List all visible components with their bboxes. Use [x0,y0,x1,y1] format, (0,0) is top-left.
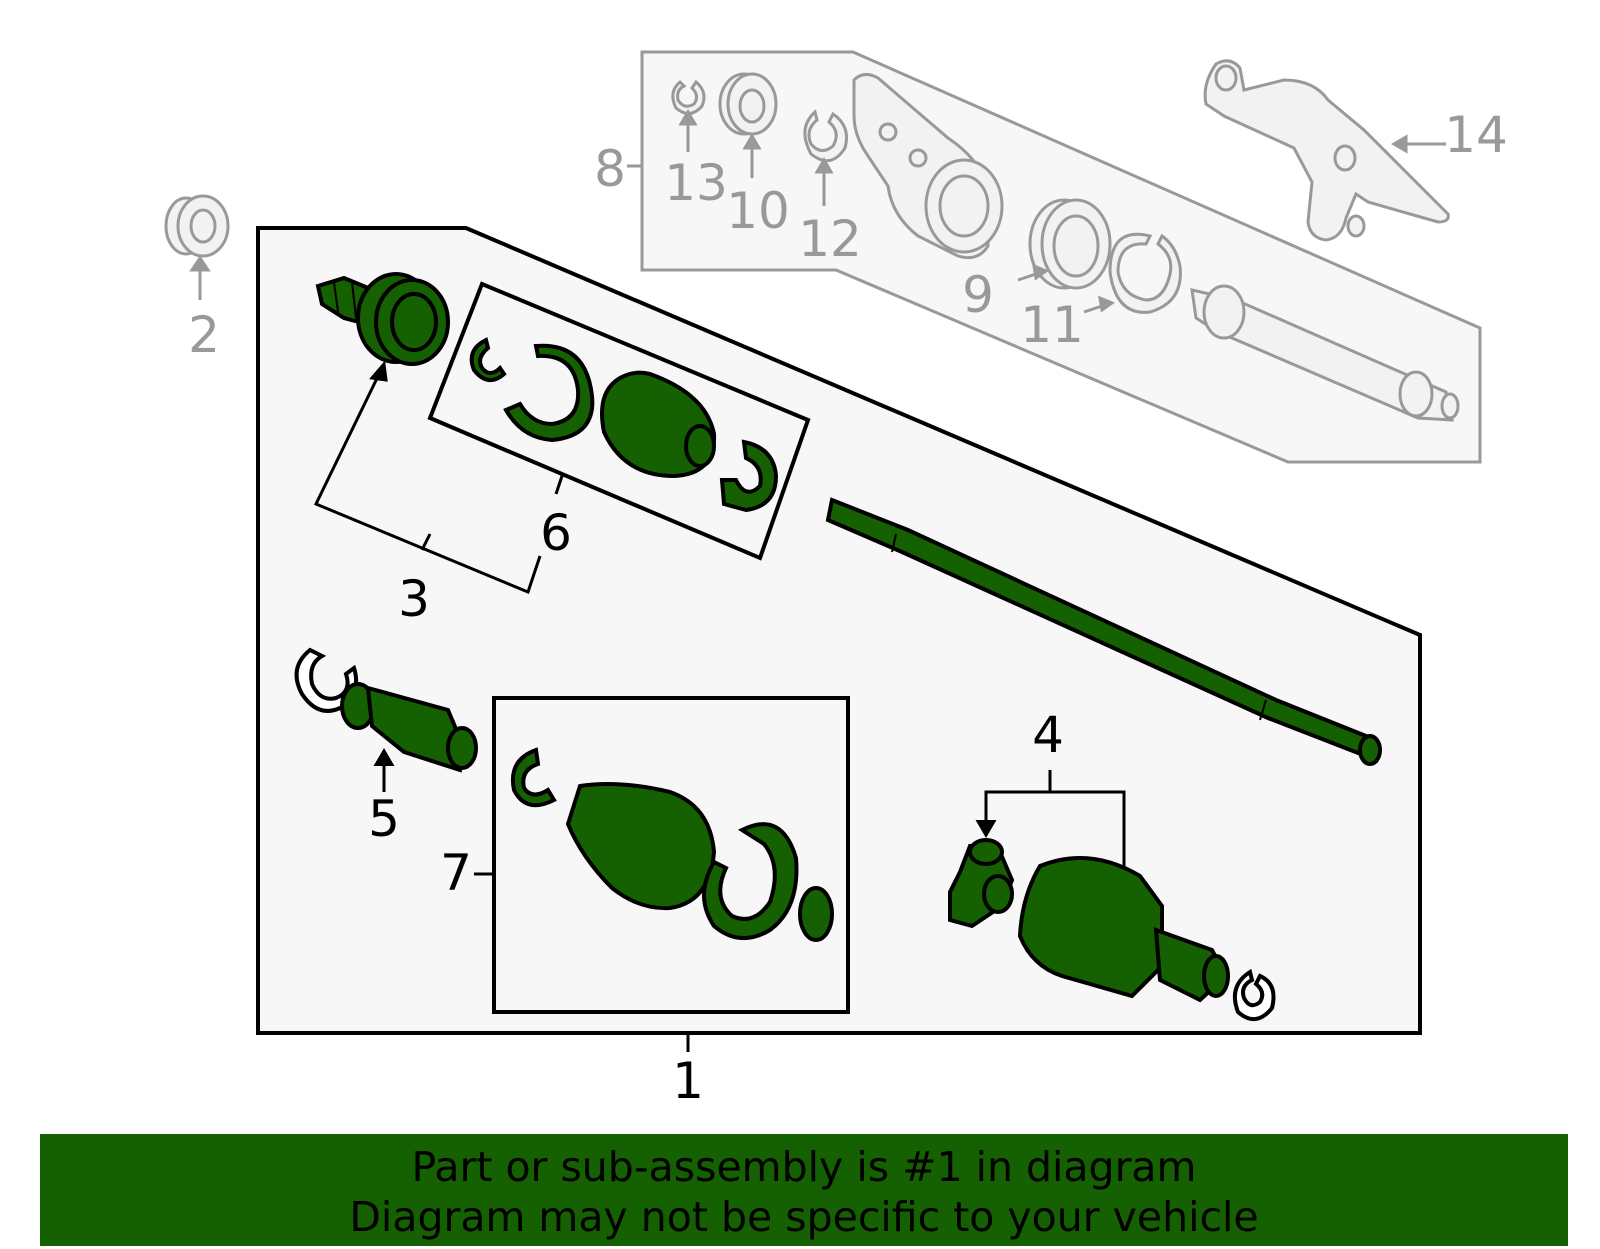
banner-line-1: Part or sub-assembly is #1 in diagram [411,1143,1197,1191]
inner-small-clamp-icon [511,747,557,808]
part-6-boot-kit-box [427,281,811,561]
part-3-outer-cv-joint-icon [315,272,450,366]
intermediate-shaft-icon [1190,284,1460,422]
inner-housing-icon [1017,856,1164,999]
circlip-icon [1233,968,1276,1021]
part-9-bearing-icon [1028,198,1112,290]
part-10-seal-icon [718,72,778,136]
callout-4: 4 [1032,706,1064,764]
part-12-clip-icon [803,109,848,163]
part-4-inner-cv-joint-icon [948,770,1276,1021]
info-banner: Part or sub-assembly is #1 in diagram Di… [40,1134,1568,1246]
part-5-dynamic-damper-icon [294,647,478,792]
callout-7: 7 [440,844,472,902]
callout-9: 9 [962,266,994,324]
callout-3-leader [313,360,564,595]
callout-1: 1 [672,1052,704,1110]
inner-large-clamp-icon [702,822,799,941]
bearing-bracket-icon [852,73,1004,260]
banner-line-2: Diagram may not be specific to your vehi… [349,1193,1259,1241]
part-2-bushing-icon [164,194,230,300]
callout-10: 10 [726,182,790,240]
large-clamp-icon [503,343,595,443]
callout-11: 11 [1020,296,1084,354]
callout-12: 12 [798,210,862,268]
small-clamp-icon [469,337,507,382]
callout-labels: 1 2 3 4 5 6 7 8 9 10 11 12 13 14 [188,106,1508,1110]
callout-3: 3 [398,570,430,628]
callout-13: 13 [664,154,728,212]
callout-6: 6 [540,504,572,562]
callout-8: 8 [594,140,626,198]
part-11-snap-ring-icon [1108,232,1182,314]
callout-2: 2 [188,306,220,364]
grey-panel-parts [627,59,1460,422]
band-clamp-icon [719,439,779,513]
part-7-inner-boot-kit-box [474,696,850,1014]
axle-shaft-icon [825,497,1382,766]
part-13-clip-icon [671,79,706,115]
callout-14: 14 [1444,106,1508,164]
callout-5: 5 [368,790,400,848]
part-14-bracket-icon [1203,59,1450,242]
